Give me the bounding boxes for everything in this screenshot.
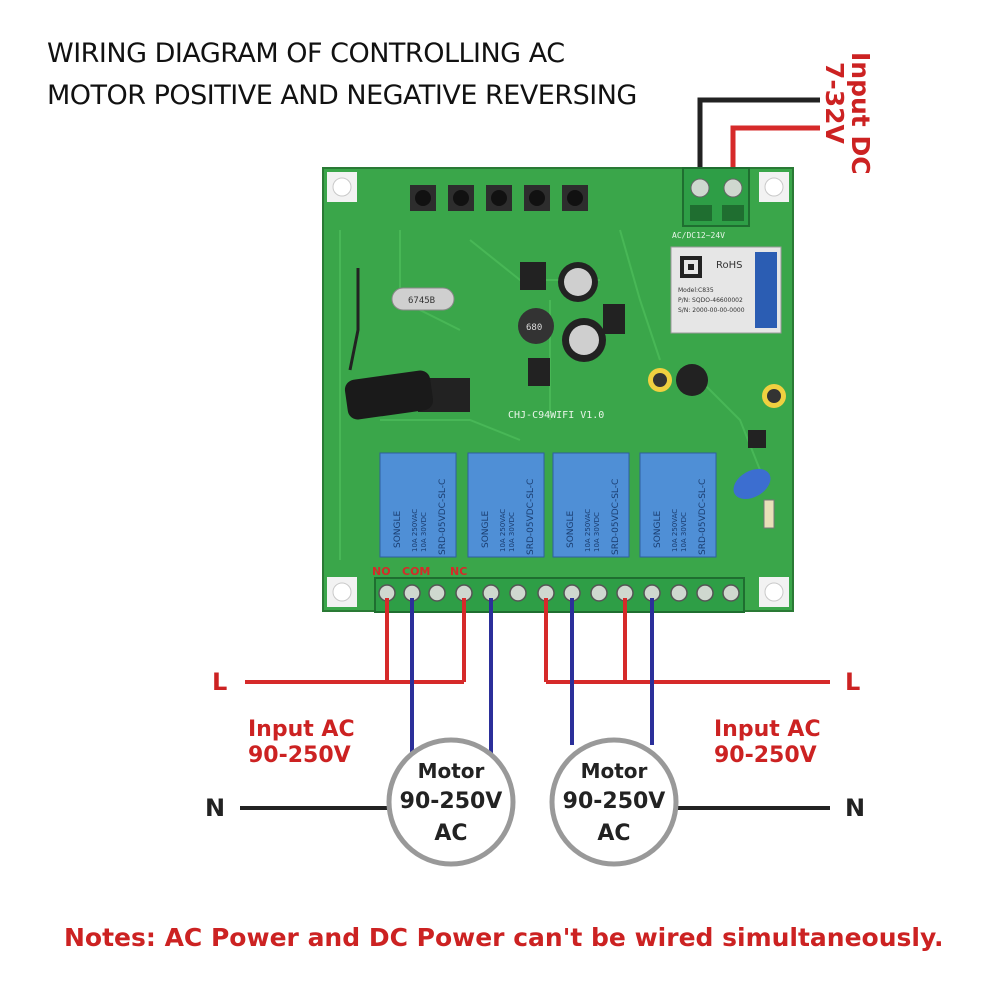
wifi-rohs: RoHS — [716, 260, 742, 271]
relay-4: SONGLE 10A 250VAC 10A 30VDC SRD-05VDC-SL… — [639, 452, 717, 558]
relay-2-model: SRD-05VDC-SL-C — [526, 479, 536, 555]
board-model-silkscreen: CHJ-C94WIFI V1.0 — [508, 410, 604, 421]
left-input-ac-line1: Input AC — [248, 717, 355, 742]
left-n-label: N — [205, 794, 225, 822]
wifi-sn: S/N: 2000-00-00-0000 — [678, 307, 745, 314]
relay-1-rating1: 10A 250VAC — [411, 509, 419, 552]
safety-capacitor — [733, 468, 775, 529]
supply-silkscreen: AC/DC12~24V — [672, 231, 725, 240]
motor-2-line2: 90-250V — [563, 789, 666, 814]
warning-note: Notes: AC Power and DC Power can't be wi… — [64, 923, 943, 952]
dc-input-label-line2: 7-32V — [820, 62, 849, 145]
relay-1-rating3: 10A 30VDC — [420, 512, 428, 552]
dc-input-label: Input DC 7-32V — [820, 52, 875, 175]
relay-3-model: SRD-05VDC-SL-C — [611, 479, 621, 555]
relay-3: SONGLE 10A 250VAC 10A 30VDC SRD-05VDC-SL… — [552, 452, 630, 558]
ac-wiring — [240, 598, 830, 810]
relay-2: SONGLE 10A 250VAC 10A 30VDC SRD-05VDC-SL… — [467, 452, 545, 558]
relay-2-brand: SONGLE — [481, 510, 491, 548]
left-l-label: L — [212, 668, 227, 696]
mounting-holes — [327, 172, 789, 607]
relay-1-model: SRD-05VDC-SL-C — [438, 479, 448, 555]
motor-2-line1: Motor — [581, 759, 648, 783]
motor-1-line2: 90-250V — [400, 789, 503, 814]
relay-2-rating1: 10A 250VAC — [499, 509, 507, 552]
relay-3-rating1: 10A 250VAC — [584, 509, 592, 552]
crystal-oscillator: 6745B — [391, 287, 455, 311]
motor-2: Motor 90-250V AC — [549, 737, 679, 867]
relay-terminal-block — [374, 577, 745, 613]
right-input-ac-line1: Input AC — [714, 717, 821, 742]
inductors: 680 — [518, 308, 708, 396]
dc-black-wire — [697, 97, 820, 190]
wifi-module: RoHS Model:C835 P/N: SQDO-46600002 S/N: … — [670, 246, 782, 334]
motor-1-line3: AC — [434, 821, 467, 846]
relay-4-rating1: 10A 250VAC — [671, 509, 679, 552]
terminal-label-no: NO — [372, 565, 391, 578]
terminal-label-nc: NC — [450, 565, 467, 578]
dc-terminal-block — [682, 167, 750, 227]
terminal-label-com: COM — [402, 565, 430, 578]
motor-1: Motor 90-250V AC — [386, 737, 516, 867]
left-input-ac-line2: 90-250V — [248, 743, 351, 768]
relay-2-rating3: 10A 30VDC — [508, 512, 516, 552]
wifi-pn: P/N: SQDO-46600002 — [678, 297, 743, 304]
relay-3-rating3: 10A 30VDC — [593, 512, 601, 552]
motor-2-line3: AC — [597, 821, 630, 846]
relay-4-model: SRD-05VDC-SL-C — [698, 479, 708, 555]
diagram-title-line2: MOTOR POSITIVE AND NEGATIVE REVERSING — [47, 80, 637, 111]
right-n-label: N — [845, 794, 865, 822]
antenna-coil — [344, 268, 434, 420]
crystal-label: 6745B — [408, 296, 435, 306]
tactile-buttons — [410, 185, 588, 211]
relay-3-brand: SONGLE — [566, 510, 576, 548]
relays: SONGLE 10A 250VAC 10A 30VDC SRD-05VDC-SL… — [379, 452, 717, 558]
dc-input-label-line1: Input DC — [846, 52, 875, 175]
electrolytic-capacitors — [558, 262, 786, 408]
relay-4-brand: SONGLE — [653, 510, 663, 548]
relay-1-brand: SONGLE — [393, 510, 403, 548]
inductor-label: 680 — [526, 323, 542, 333]
relay-4-rating3: 10A 30VDC — [680, 512, 688, 552]
motor-1-line1: Motor — [418, 759, 485, 783]
diagram-title-line1: WIRING DIAGRAM OF CONTROLLING AC — [47, 38, 565, 69]
wifi-model: Model:C835 — [678, 287, 714, 294]
right-input-ac-line2: 90-250V — [714, 743, 817, 768]
right-l-label: L — [845, 668, 860, 696]
relay-board: AC/DC12~24V RoHS Model:C835 P/N: SQDO-46… — [322, 167, 794, 613]
relay-1: SONGLE 10A 250VAC 10A 30VDC SRD-05VDC-SL… — [379, 452, 457, 558]
